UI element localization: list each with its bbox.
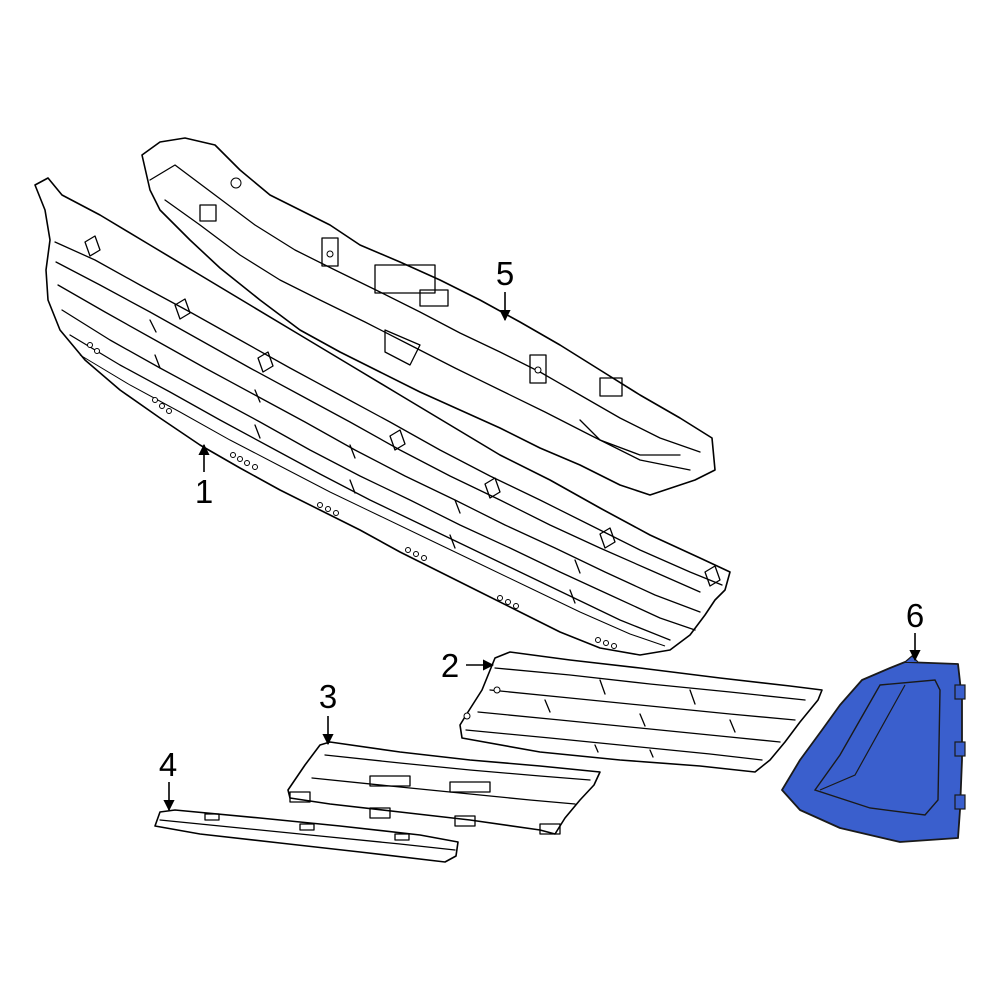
callout-1-label: 1	[195, 473, 213, 510]
part-2-grille-insert[interactable]	[459, 651, 823, 773]
callout-5: 5	[496, 255, 514, 322]
part-6-fog-bezel[interactable]	[781, 655, 966, 843]
callout-4: 4	[159, 746, 177, 812]
part-3-lower-panel[interactable]	[287, 741, 601, 835]
grille-1-clips	[84, 235, 721, 604]
part-1-lower-grille[interactable]	[34, 177, 731, 656]
callout-6: 6	[906, 597, 924, 662]
callout-1: 1	[195, 443, 213, 510]
grille-1-holes	[87, 342, 617, 649]
callout-4-label: 4	[159, 746, 177, 783]
callout-3-label: 3	[319, 678, 337, 715]
callout-2-label: 2	[441, 647, 459, 684]
callout-5-label: 5	[496, 255, 514, 292]
callout-6-label: 6	[906, 597, 924, 634]
callout-3: 3	[319, 678, 337, 746]
part-5-absorber[interactable]	[141, 137, 716, 496]
part-4-trim-strip[interactable]	[154, 809, 459, 863]
callout-2: 2	[441, 647, 495, 684]
